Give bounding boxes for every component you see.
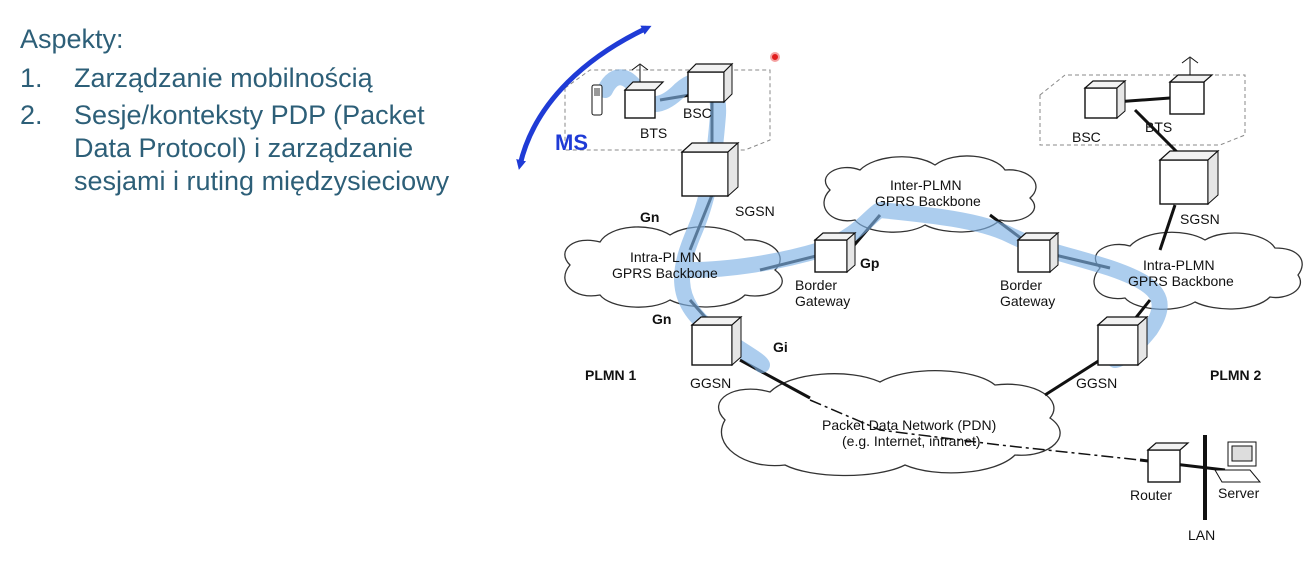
label-bsc-plmn1: BSC [683, 105, 712, 121]
label-bts-plmn2: BTS [1145, 119, 1172, 135]
label-ggsn-plmn1: GGSN [690, 375, 731, 391]
router-node [1146, 442, 1190, 483]
cell-area-plmn2 [1039, 74, 1246, 146]
ms-movement-arrow [516, 25, 652, 170]
label-border-gateway-2-l2: Gateway [1000, 293, 1055, 309]
bsc-node-plmn2 [1083, 79, 1127, 120]
aspect-item-text: Sesje/konteksty PDP (Packet [74, 100, 425, 130]
bsc-node-plmn1 [686, 62, 734, 104]
label-interface-gp: Gp [860, 255, 879, 271]
border-gateway-node-1 [813, 231, 857, 274]
label-interface-gn-bottom: Gn [652, 311, 671, 327]
aspect-item-text-cont: Data Protocol) i zarządzanie [74, 133, 414, 163]
aspect-item-1: 1. Zarządzanie mobilnością [20, 62, 500, 95]
bts-node-plmn2 [1168, 56, 1214, 115]
aspects-text-panel: Aspekty: 1. Zarządzanie mobilnością 2. S… [20, 22, 500, 202]
label-intra-plmn-2-l2: GPRS Backbone [1128, 273, 1234, 289]
label-server: Server [1218, 485, 1260, 501]
aspect-item-text-cont2: sesjami i ruting międzysieciowy [74, 166, 450, 196]
label-ggsn-plmn2: GGSN [1076, 375, 1117, 391]
label-inter-plmn-l2: GPRS Backbone [875, 193, 981, 209]
label-bsc-plmn2: BSC [1072, 129, 1101, 145]
label-intra-plmn-2-l1: Intra-PLMN [1143, 257, 1215, 273]
cloud-intra-plmn-1 [564, 226, 783, 308]
sgsn-node-plmn2 [1158, 149, 1220, 206]
aspect-item-number: 1. [20, 63, 43, 93]
aspect-item-text-block: Sesje/konteksty PDP (Packet Data Protoco… [74, 99, 449, 198]
label-interface-gi: Gi [773, 339, 788, 355]
label-sgsn-plmn1: SGSN [735, 203, 775, 219]
server-icon [1214, 441, 1262, 483]
ms-label: MS [555, 130, 588, 155]
label-plmn-1: PLMN 1 [585, 367, 637, 383]
aspects-heading: Aspekty: [20, 24, 124, 54]
label-lan: LAN [1188, 527, 1215, 543]
label-bts-plmn1: BTS [640, 125, 667, 141]
label-border-gateway-2-l1: Border [1000, 277, 1042, 293]
aspect-item-2: 2. Sesje/konteksty PDP (Packet Data Prot… [20, 99, 500, 198]
label-intra-plmn-1-l1: Intra-PLMN [630, 249, 702, 265]
mobile-station-icon [591, 84, 603, 116]
sgsn-node-plmn1 [680, 141, 740, 198]
label-router: Router [1130, 487, 1172, 503]
label-sgsn-plmn2: SGSN [1180, 211, 1220, 227]
label-inter-plmn-l1: Inter-PLMN [890, 177, 962, 193]
aspect-item-text: Zarządzanie mobilnością [74, 63, 373, 93]
label-border-gateway-1-l2: Gateway [795, 293, 850, 309]
label-intra-plmn-1-l2: GPRS Backbone [612, 265, 718, 281]
label-interface-gn-top: Gn [640, 209, 659, 225]
cursor-marker [770, 52, 780, 62]
ggsn-node-plmn2 [1096, 315, 1149, 367]
label-border-gateway-1-l1: Border [795, 277, 837, 293]
cloud-pdn [717, 370, 1061, 477]
border-gateway-node-2 [1016, 231, 1060, 274]
label-pdn-l2: (e.g. Internet, intranet) [842, 433, 981, 449]
label-plmn-2: PLMN 2 [1210, 367, 1262, 383]
label-pdn-l1: Packet Data Network (PDN) [822, 417, 996, 433]
ggsn-node-plmn1 [690, 315, 743, 367]
aspect-item-number: 2. [20, 100, 43, 130]
